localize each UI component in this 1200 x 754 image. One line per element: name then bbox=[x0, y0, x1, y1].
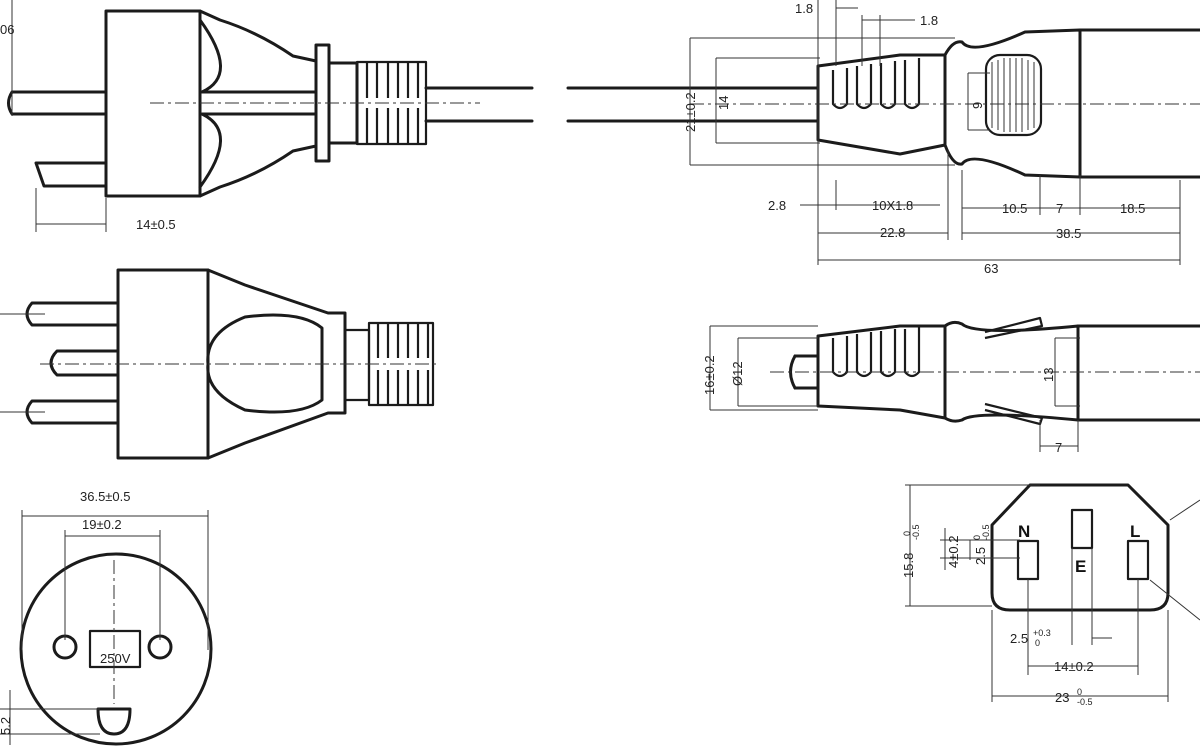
grip-length-dim: 22.8 bbox=[880, 225, 905, 240]
plug-top-view bbox=[0, 268, 440, 460]
plug-pin-dim: 14±0.5 bbox=[136, 217, 176, 232]
body-total-dim: 38.5 bbox=[1056, 226, 1081, 241]
face-height-tol-lower: -0.5 bbox=[911, 524, 921, 540]
plug-earth-dim: 5.2 bbox=[0, 717, 13, 735]
pin-label-earth: E bbox=[1075, 557, 1086, 576]
pin-label-neutral: N bbox=[1018, 522, 1030, 541]
plug-side-view: 06 14±0.5 bbox=[0, 0, 534, 232]
rib-gap-dim: 1.8 bbox=[920, 13, 938, 28]
body-a-dim: 10.5 bbox=[1002, 201, 1027, 216]
plug-grip-ribs bbox=[365, 62, 420, 144]
pin-length-dim: 4±0.2 bbox=[946, 536, 961, 568]
socket-height-dim: 9 bbox=[970, 102, 985, 109]
face-pin-spacing-dim: 14±0.2 bbox=[1054, 659, 1094, 674]
pin-neutral bbox=[1016, 539, 1040, 581]
latch-dim: 7 bbox=[1055, 440, 1062, 455]
connector-side-view: 1.8 1.8 21±0.2 14 9 2.8 10X1.8 22.8 10.5… bbox=[566, 0, 1200, 276]
connector-face-view: N E L 15.8 0 -0.5 4±0.2 2.5 0 -0.5 2.5 +… bbox=[901, 483, 1200, 707]
pin-offset-dim: 2.5 bbox=[973, 547, 988, 565]
connector-top-ribs bbox=[831, 327, 921, 378]
plug-partial-dim: 06 bbox=[0, 22, 14, 37]
connector-top-view: 16±0.2 Ø12 13 7 bbox=[702, 316, 1200, 455]
face-width-tol-upper: 0 bbox=[1077, 687, 1082, 697]
ribs-dim: 10X1.8 bbox=[872, 198, 913, 213]
body-c-dim: 18.5 bbox=[1120, 201, 1145, 216]
overall-length-dim: 63 bbox=[984, 261, 998, 276]
face-height-tol-upper: 0 bbox=[902, 531, 912, 536]
pin-earth bbox=[1070, 508, 1094, 550]
voltage-mark: 250V bbox=[100, 651, 131, 666]
plug-earth-pin bbox=[96, 707, 132, 736]
strain-offset-dim: 2.8 bbox=[768, 198, 786, 213]
body-b-dim: 7 bbox=[1056, 201, 1063, 216]
cable-dia-dim: Ø12 bbox=[730, 361, 745, 386]
outer-height-dim: 21±0.2 bbox=[683, 92, 698, 132]
face-height-dim: 15.8 bbox=[901, 553, 916, 578]
face-width-dim: 23 bbox=[1055, 690, 1069, 705]
pin-width-tol-upper: +0.3 bbox=[1033, 628, 1051, 638]
pin-offset-tol-lower: -0.5 bbox=[981, 524, 991, 540]
pin-label-live: L bbox=[1130, 522, 1140, 541]
plug-face-view: 36.5±0.5 19±0.2 250V 5.2 bbox=[0, 489, 213, 746]
plug-top-ribs bbox=[376, 323, 430, 405]
pin-live bbox=[1126, 539, 1150, 581]
inner-height-dim: 14 bbox=[716, 96, 731, 110]
connector-grip-ribs bbox=[831, 58, 921, 110]
face-width-tol-lower: -0.5 bbox=[1077, 697, 1093, 707]
top-socket-height-dim: 13 bbox=[1041, 368, 1056, 382]
pin-width-dim: 2.5 bbox=[1010, 631, 1028, 646]
pin-offset-tol-upper: 0 bbox=[972, 535, 982, 540]
plug-diameter-dim: 36.5±0.5 bbox=[80, 489, 131, 504]
rib-width-dim: 1.8 bbox=[795, 1, 813, 16]
connector-socket-ribs bbox=[991, 58, 1035, 132]
pin-width-tol-lower: 0 bbox=[1035, 638, 1040, 648]
plug-pin-spacing-dim: 19±0.2 bbox=[82, 517, 122, 532]
connector-outer-dia-dim: 16±0.2 bbox=[702, 355, 717, 395]
